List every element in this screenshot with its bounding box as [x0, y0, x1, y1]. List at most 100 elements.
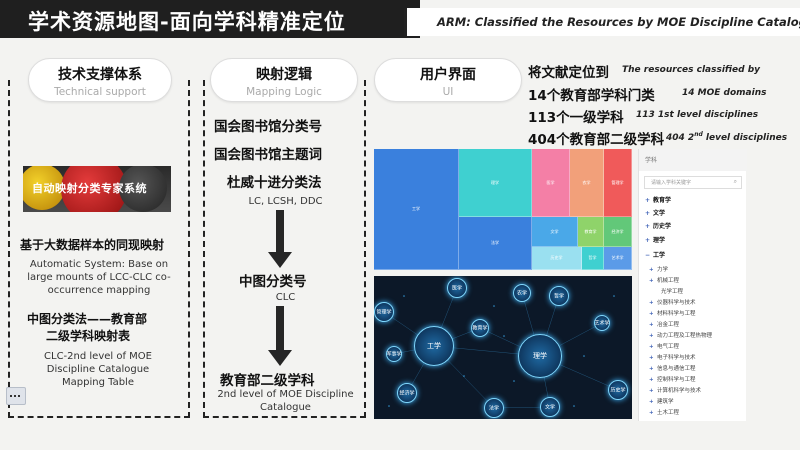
plus-icon: +	[649, 278, 654, 284]
sidebar-subitem[interactable]: +动力工程及工程热物理	[649, 333, 713, 339]
sidebar-item-literature[interactable]: +文学	[645, 210, 666, 217]
sidebar-subitem[interactable]: +力学	[649, 267, 669, 273]
tab-technical-support: 技术支撑体系 Technical support	[28, 58, 172, 102]
treemap-cell[interactable]: 管理学	[604, 149, 632, 217]
sidebar-subitem[interactable]: +仪器科学与技术	[649, 300, 696, 306]
plus-icon: +	[649, 267, 654, 273]
treemap-cell[interactable]: 法学	[459, 217, 532, 270]
arrow-down-icon	[268, 306, 292, 366]
treemap-cell[interactable]: 历史学	[532, 247, 582, 270]
discipline-treemap[interactable]: 工学 理学 医学 农学 管理学 法学 文学 教育学 经济学 历史学 哲学 艺术学	[374, 149, 632, 270]
search-icon[interactable]: ⌕	[733, 178, 737, 185]
plus-icon: +	[649, 410, 654, 416]
treemap-cell[interactable]: 工学	[374, 149, 459, 270]
discipline-search-input[interactable]: 请输入学科关键字 ⌕	[644, 176, 742, 189]
stat-domains-cn: 14个教育部学科门类	[528, 88, 655, 104]
plus-icon: +	[649, 377, 654, 383]
plus-icon: +	[649, 300, 654, 306]
treemap-cell[interactable]: 医学	[532, 149, 570, 217]
sidebar-header: 学科	[639, 149, 747, 171]
mapping-moe-cn: 教育部二级学科	[220, 373, 315, 389]
tab-user-interface: 用户界面 UI	[374, 58, 522, 102]
network-node[interactable]: 理学	[518, 334, 562, 378]
mapping-title-cn: 映射逻辑	[256, 67, 312, 83]
arrow-down-icon	[268, 210, 292, 268]
technical-title-en: Technical support	[54, 86, 146, 98]
expert-system-label: 自动映射分类专家系统	[32, 182, 147, 195]
sidebar-subitem[interactable]: +材料科学与工程	[649, 311, 696, 317]
network-node[interactable]: 教育学	[471, 319, 489, 337]
clc-moe-mapping-cn-2: 二级学科映射表	[46, 329, 131, 343]
sidebar-subitem[interactable]: 光学工程	[661, 289, 684, 295]
network-node[interactable]: 医学	[447, 278, 467, 298]
sidebar-subitem[interactable]: +电气工程	[649, 344, 680, 350]
mapping-lcsh: 国会图书馆主题词	[214, 147, 322, 163]
network-node[interactable]: 艺术学	[594, 315, 610, 331]
treemap-cell[interactable]: 教育学	[578, 217, 604, 247]
yellow-ball-icon	[23, 166, 65, 210]
dark-ball-icon	[119, 166, 167, 212]
treemap-cell[interactable]: 哲学	[582, 247, 604, 270]
plus-icon: +	[649, 344, 654, 350]
plus-icon: +	[645, 197, 651, 204]
mapping-lc-lcsh-ddc-en: LC, LCSH, DDC	[248, 196, 323, 207]
mapping-clc-en: CLC	[275, 292, 296, 303]
network-node[interactable]: 农学	[513, 284, 531, 302]
treemap-cell[interactable]: 农学	[570, 149, 604, 217]
network-node[interactable]: 军事学	[386, 346, 402, 362]
network-node[interactable]: 经济学	[397, 383, 417, 403]
sidebar-subitem[interactable]: +土木工程	[649, 410, 680, 416]
stat-domains-en: 14 MOE domains	[682, 88, 767, 98]
stat-locate-cn: 将文献定位到	[528, 65, 609, 81]
sidebar-subitem[interactable]: +冶金工程	[649, 322, 680, 328]
cooccurrence-mapping-cn: 基于大数据样本的同现映射	[20, 238, 165, 252]
technical-support-panel	[8, 80, 190, 418]
sidebar-subitem[interactable]: +控制科学与工程	[649, 377, 696, 383]
sidebar-subitem[interactable]: +电子科学与技术	[649, 355, 696, 361]
mapping-clc-cn: 中图分类号	[239, 274, 307, 290]
window-overlay-icon[interactable]	[6, 387, 26, 405]
sidebar-subitem[interactable]: +计算机科学与技术	[649, 388, 702, 394]
ui-title-cn: 用户界面	[420, 67, 476, 83]
plus-icon: +	[649, 366, 654, 372]
ui-title-en: UI	[442, 86, 454, 98]
discipline-network-graph[interactable]: 工学 理学 医学 农学 管理学 教育学 经济学 文学 历史学 法学 哲学 艺术学…	[374, 276, 632, 419]
plus-icon: +	[645, 223, 651, 230]
network-node[interactable]: 管理学	[374, 302, 394, 322]
network-node[interactable]: 法学	[484, 398, 504, 418]
plus-icon: +	[649, 311, 654, 317]
clc-moe-mapping-cn-1: 中图分类法——教育部	[27, 312, 148, 326]
treemap-cell[interactable]: 文学	[532, 217, 578, 247]
page-title: 学术资源地图-面向学科精准定位	[28, 10, 346, 34]
network-node[interactable]: 哲学	[549, 286, 569, 306]
expert-system-banner: 自动映射分类专家系统	[23, 166, 171, 212]
clc-moe-mapping-en: CLC-2nd level of MOE Discipline Catalogu…	[44, 351, 152, 388]
mapping-ddc: 杜威十进分类法	[227, 175, 322, 191]
sidebar-subitem[interactable]: +建筑学	[649, 399, 674, 405]
treemap-cell[interactable]: 经济学	[604, 217, 632, 247]
page-subtitle: ARM: Classified the Resources by MOE Dis…	[437, 15, 800, 29]
title-bar: 学术资源地图-面向学科精准定位	[0, 0, 420, 38]
treemap-cell[interactable]: 理学	[459, 149, 532, 217]
plus-icon: +	[649, 333, 654, 339]
plus-icon: +	[649, 399, 654, 405]
page-subtitle-box: ARM: Classified the Resources by MOE Dis…	[404, 8, 800, 36]
sidebar-subitem[interactable]: +机械工程	[649, 278, 680, 284]
stat-2nd-level-en: 404 2nd level disciplines	[666, 131, 788, 143]
stat-locate-en: The resources classified by	[622, 65, 761, 75]
sidebar-item-engineering[interactable]: −工学	[645, 252, 666, 259]
plus-icon: +	[649, 322, 654, 328]
network-node[interactable]: 文学	[540, 397, 560, 417]
network-node[interactable]: 工学	[414, 326, 454, 366]
technical-title-cn: 技术支撑体系	[58, 67, 142, 83]
sidebar-subitem[interactable]: +信息与通信工程	[649, 366, 696, 372]
sidebar-item-education[interactable]: +教育学	[645, 197, 672, 204]
treemap-cell[interactable]: 艺术学	[604, 247, 632, 270]
plus-icon: +	[645, 237, 651, 244]
network-node[interactable]: 历史学	[608, 380, 628, 400]
mapping-logic-panel	[203, 80, 366, 418]
plus-icon: +	[649, 388, 654, 394]
plus-icon: +	[649, 355, 654, 361]
sidebar-item-science[interactable]: +理学	[645, 237, 666, 244]
sidebar-item-history[interactable]: +历史学	[645, 223, 672, 230]
